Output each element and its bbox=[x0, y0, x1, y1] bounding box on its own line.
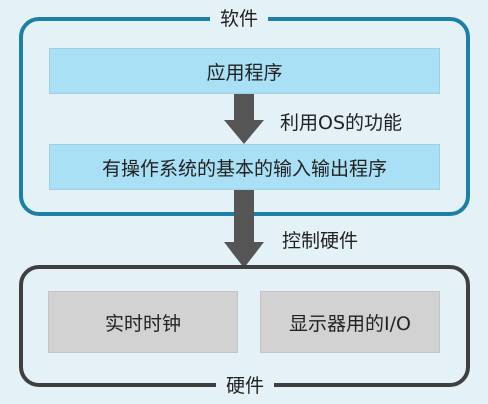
control-hardware-label: 控制硬件 bbox=[282, 230, 359, 252]
down-arrow-icon bbox=[224, 94, 264, 144]
software-frame-label: 软件 bbox=[210, 8, 269, 30]
applications-label: 应用程序 bbox=[206, 61, 283, 84]
os-io-program-box: 有操作系统的基本的输入输出程序 bbox=[49, 144, 440, 190]
os-io-program-label: 有操作系统的基本的输入输出程序 bbox=[101, 157, 387, 180]
display-io-label: 显示器用的I/O bbox=[289, 312, 411, 335]
down-arrow-icon bbox=[224, 190, 264, 268]
hardware-frame-label: 硬件 bbox=[216, 375, 275, 397]
real-time-clock-label: 实时时钟 bbox=[104, 312, 181, 335]
applications-box: 应用程序 bbox=[49, 48, 440, 94]
display-io-box: 显示器用的I/O bbox=[260, 291, 440, 353]
real-time-clock-box: 实时时钟 bbox=[48, 291, 238, 353]
use-os-functions-label: 利用OS的功能 bbox=[280, 112, 403, 134]
